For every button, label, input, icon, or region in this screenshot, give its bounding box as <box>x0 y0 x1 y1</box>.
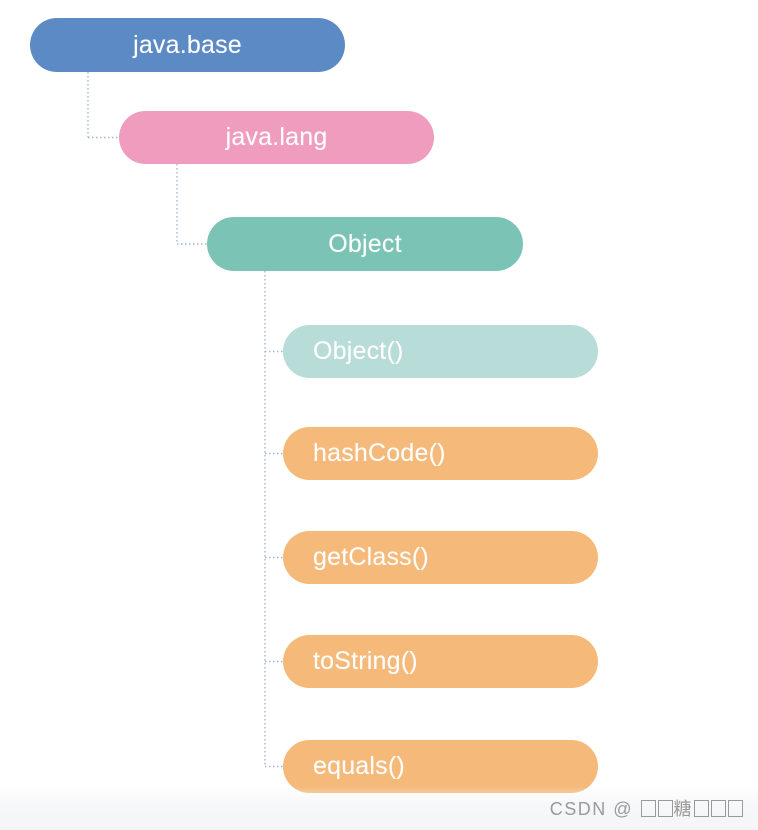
watermark-band <box>0 786 758 830</box>
node-label-object-class: Object <box>328 229 402 258</box>
watermark-missing-glyph <box>694 800 709 817</box>
node-hashcode-method: hashCode() <box>283 427 598 480</box>
node-object-class: Object <box>207 217 523 271</box>
watermark-missing-glyph <box>728 800 743 817</box>
node-label-hashcode-method: hashCode() <box>313 439 446 467</box>
node-java-base: java.base <box>30 18 345 72</box>
node-getclass-method: getClass() <box>283 531 598 584</box>
csdn-watermark: CSDN @ 糖 <box>550 795 744 821</box>
watermark-missing-glyph <box>711 800 726 817</box>
node-label-getclass-method: getClass() <box>313 543 429 571</box>
watermark-prefix: CSDN @ <box>549 799 633 819</box>
node-object-constructor: Object() <box>283 325 598 378</box>
node-label-tostring-method: toString() <box>313 647 418 675</box>
watermark-missing-glyph <box>640 800 656 817</box>
watermark-missing-glyph <box>657 800 673 817</box>
watermark-username-char: 糖 <box>673 799 693 819</box>
node-equals-method: equals() <box>283 740 598 793</box>
node-java-lang: java.lang <box>119 111 434 164</box>
node-label-java-lang: java.lang <box>225 123 328 151</box>
node-label-equals-method: equals() <box>313 752 405 780</box>
node-label-object-constructor: Object() <box>313 337 404 365</box>
node-label-java-base: java.base <box>133 30 242 59</box>
node-tostring-method: toString() <box>283 635 598 688</box>
